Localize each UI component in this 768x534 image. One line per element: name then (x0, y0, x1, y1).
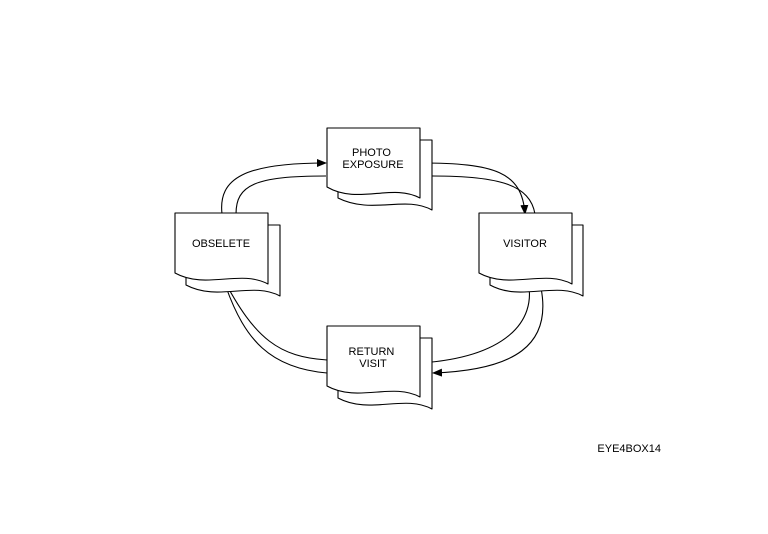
node-photo-exposure-label-line1: PHOTO (352, 147, 391, 159)
connector-obselete-to-photo-exposure-inner (235, 175, 327, 215)
node-return-visit-label-line1: RETURN (349, 346, 395, 358)
node-photo-exposure-label-line2: EXPOSURE (342, 159, 403, 171)
node-visitor-front-page (478, 212, 573, 285)
node-obselete-label: OBSELETE (192, 238, 250, 250)
node-photo-exposure-label: PHOTO EXPOSURE (342, 147, 403, 171)
connector-visitor-to-return-visit-outer (432, 287, 544, 377)
connector-photo-exposure-to-visitor (419, 162, 529, 215)
connector-photo-exposure-to-visitor-outer (431, 175, 536, 215)
connectors (221, 159, 544, 377)
figure-code-label: EYE4BOX14 (597, 443, 661, 455)
node-return-visit-label: RETURN VISIT (349, 346, 398, 370)
connector-return-visit-to-obselete (222, 277, 328, 361)
node-return-visit-front-page (326, 325, 421, 398)
node-visitor-label: VISITOR (503, 238, 547, 250)
node-return-visit: RETURN VISIT (326, 325, 433, 410)
node-return-visit-label-line2: VISIT (359, 358, 387, 370)
connector-obselete-to-photo-exposure (221, 159, 327, 215)
node-photo-exposure-front-page (326, 127, 421, 199)
node-obselete-front-page (174, 212, 269, 285)
node-visitor: VISITOR (478, 212, 584, 297)
node-obselete: OBSELETE (174, 212, 281, 297)
connector-visitor-to-return-visit (420, 280, 530, 367)
connector-return-visit-to-obselete-inner (225, 286, 328, 374)
node-photo-exposure: PHOTO EXPOSURE (326, 127, 433, 211)
